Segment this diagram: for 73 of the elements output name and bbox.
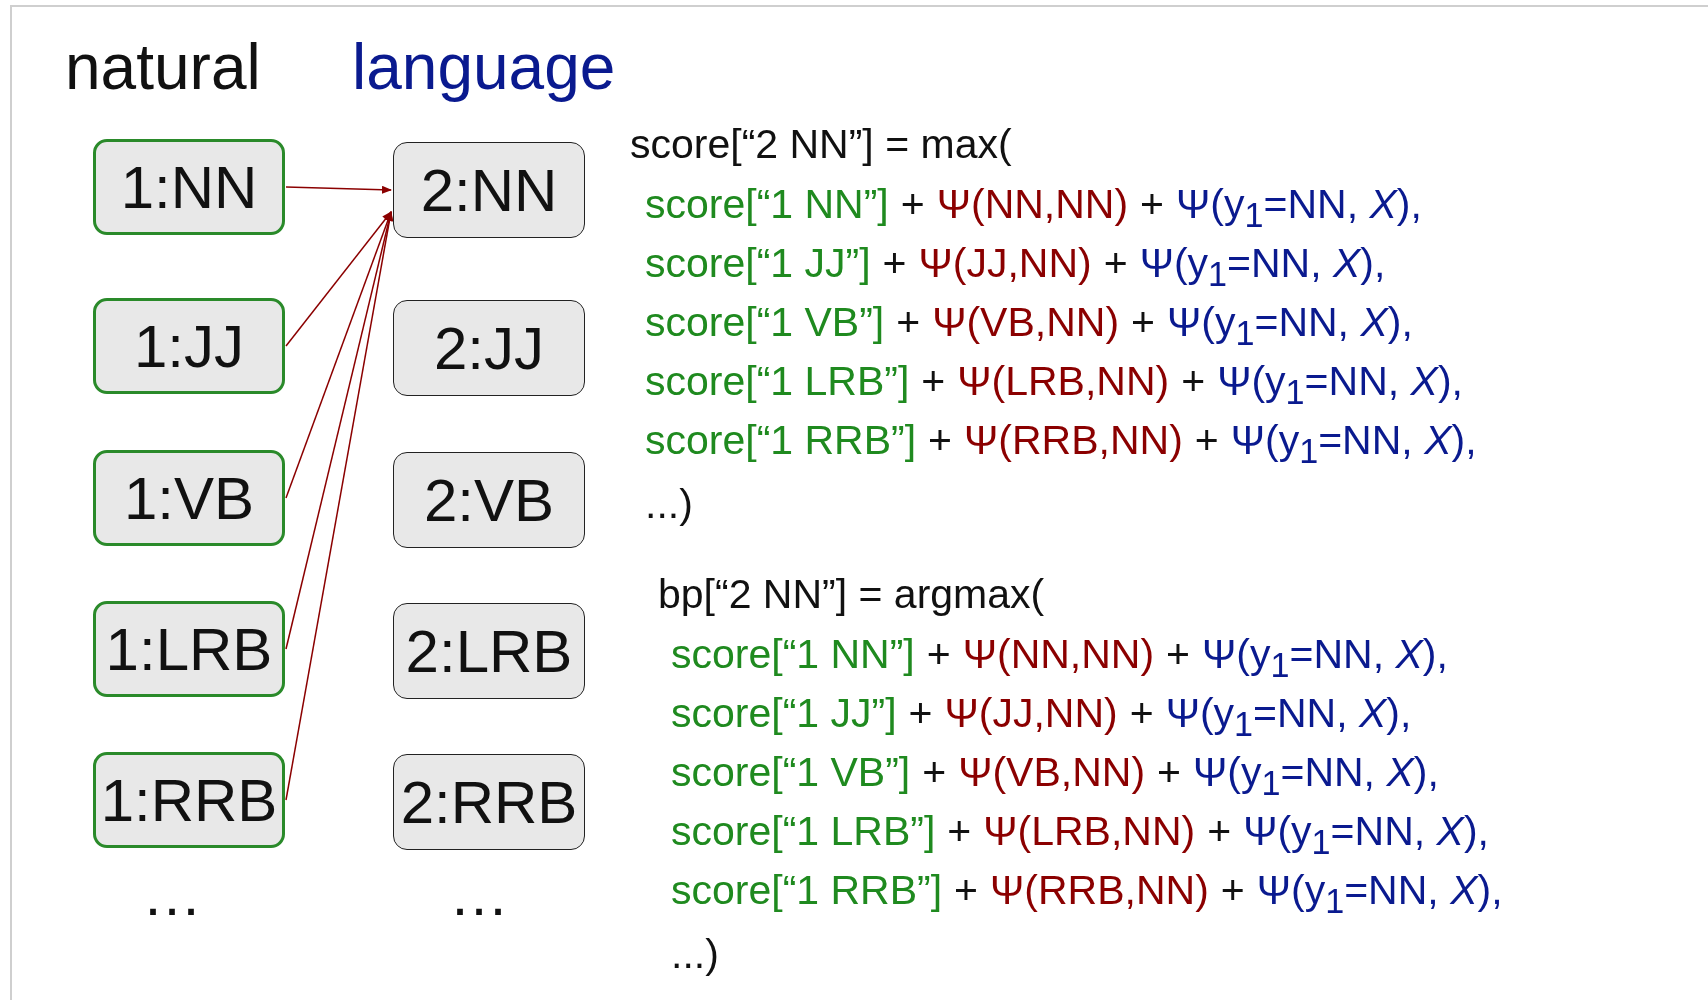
formula-term: score[“1 JJ”] xyxy=(645,241,871,288)
arrow xyxy=(285,185,392,194)
formula-term: score[“1 NN”] xyxy=(645,182,889,229)
plus-sign: + xyxy=(900,182,925,229)
formula-heading: score[“2 NN”] = max( xyxy=(630,122,1012,168)
formula-term: score[“1 NN”] xyxy=(671,632,915,679)
tag-box: 1:JJ xyxy=(93,298,285,394)
formula-term: score[“1 RRB”] xyxy=(671,868,943,915)
formula-close: ...) xyxy=(671,932,719,978)
plus-sign: + xyxy=(947,809,972,856)
formula-term: score[“1 LRB”] xyxy=(645,359,910,406)
formula-term: Ψ(y$_{1}$=NN, X), xyxy=(1167,300,1413,353)
formula-term: Ψ(y$_{1}$=NN, X), xyxy=(1243,809,1489,862)
formula-term: score[“1 RRB”] xyxy=(645,418,917,465)
formula-term: Ψ(VB,NN) xyxy=(958,750,1146,797)
formula-term: Ψ(RRB,NN) xyxy=(990,868,1209,915)
tag-box: 1:NN xyxy=(93,139,285,235)
ellipsis: … xyxy=(449,860,509,929)
tag-box: 2:JJ xyxy=(393,300,585,396)
plus-sign: + xyxy=(922,750,947,797)
plus-sign: + xyxy=(882,241,907,288)
formula-term: Ψ(LRB,NN) xyxy=(957,359,1170,406)
plus-sign: + xyxy=(954,868,979,915)
tag-box: 2:LRB xyxy=(393,603,585,699)
ellipsis: … xyxy=(142,860,202,929)
formula-term: Ψ(VB,NN) xyxy=(932,300,1120,347)
plus-sign: + xyxy=(1166,632,1191,679)
arrow xyxy=(285,211,393,650)
formula-term: score[“1 VB”] xyxy=(645,300,885,347)
plus-sign: + xyxy=(1207,809,1232,856)
tag-box: 2:RRB xyxy=(393,754,585,850)
formula-term: Ψ(y$_{1}$=NN, X), xyxy=(1217,359,1463,412)
formula-term: Ψ(y$_{1}$=NN, X), xyxy=(1202,632,1448,685)
formula-term: Ψ(y$_{1}$=NN, X), xyxy=(1176,182,1422,235)
formula-term: Ψ(LRB,NN) xyxy=(983,809,1196,856)
formula-term: Ψ(y$_{1}$=NN, X), xyxy=(1139,241,1386,294)
plus-sign: + xyxy=(1220,868,1245,915)
formula-term: Ψ(y$_{1}$=NN, X), xyxy=(1193,750,1439,803)
plus-sign: + xyxy=(1194,418,1219,465)
tag-box: 2:NN xyxy=(393,142,585,238)
tag-box: 2:VB xyxy=(393,452,585,548)
plus-sign: + xyxy=(1129,691,1154,738)
formula-term: Ψ(RRB,NN) xyxy=(964,418,1183,465)
formula-heading: bp[“2 NN”] = argmax( xyxy=(658,572,1045,618)
tag-box: 1:RRB xyxy=(93,752,285,848)
plus-sign: + xyxy=(928,418,953,465)
heading-word: natural xyxy=(65,30,261,104)
formula-term: Ψ(y$_{1}$=NN, X), xyxy=(1256,868,1503,921)
arrow xyxy=(285,211,394,801)
plus-sign: + xyxy=(921,359,946,406)
plus-sign: + xyxy=(1140,182,1165,229)
plus-sign: + xyxy=(908,691,933,738)
plus-sign: + xyxy=(1131,300,1155,347)
plus-sign: + xyxy=(896,300,921,347)
formula-term: score[“1 JJ”] xyxy=(671,691,897,738)
plus-sign: + xyxy=(926,632,951,679)
formula-term: Ψ(JJ,NN) xyxy=(918,241,1092,288)
plus-sign: + xyxy=(1181,359,1206,406)
plus-sign: + xyxy=(1157,750,1181,797)
arrow xyxy=(285,211,392,347)
formula-term: score[“1 LRB”] xyxy=(671,809,936,856)
tag-box: 1:VB xyxy=(93,450,285,546)
formula-term: Ψ(y$_{1}$=NN, X), xyxy=(1165,691,1412,744)
formula-term: Ψ(y$_{1}$=NN, X), xyxy=(1230,418,1477,471)
plus-sign: + xyxy=(1103,241,1128,288)
heading-word: language xyxy=(352,30,616,104)
tag-box: 1:LRB xyxy=(93,601,285,697)
formula-term: Ψ(NN,NN) xyxy=(962,632,1155,679)
formula-close: ...) xyxy=(645,482,693,528)
formula-term: Ψ(NN,NN) xyxy=(936,182,1129,229)
arrow xyxy=(285,211,392,499)
formula-term: score[“1 VB”] xyxy=(671,750,911,797)
formula-term: Ψ(JJ,NN) xyxy=(944,691,1118,738)
